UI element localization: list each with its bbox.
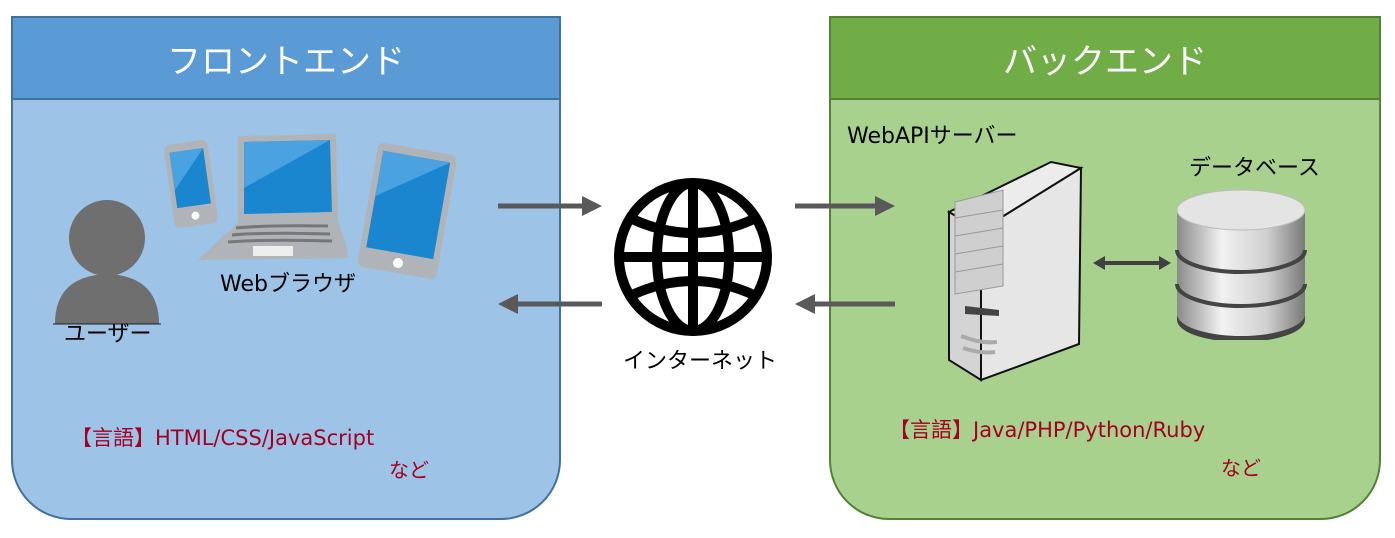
server-icon	[946, 160, 1084, 382]
backend-header: バックエンド	[831, 18, 1379, 100]
user-label: ユーザー	[64, 322, 152, 347]
frontend-header: フロントエンド	[13, 18, 559, 100]
backend-panel: バックエンド WebAPIサーバー データベース	[829, 16, 1381, 520]
globe-icon	[614, 178, 772, 336]
backend-etc-text: など	[1221, 456, 1261, 480]
database-label: データベース	[1189, 156, 1320, 181]
frontend-panel: フロントエンド ユーザー Webブラウザ	[11, 16, 561, 520]
arrow-internet-to-front	[498, 294, 602, 314]
browser-label: Webブラウザ	[220, 272, 356, 297]
smartphone-icon	[164, 140, 218, 228]
frontend-language-text: 【言語】HTML/CSS/JavaScript	[71, 426, 375, 450]
user-icon	[53, 200, 161, 325]
arrow-front-to-internet	[498, 196, 602, 216]
backend-language-text: 【言語】Java/PHP/Python/Ruby	[889, 418, 1206, 442]
backend-title: バックエンド	[1003, 41, 1207, 82]
arrow-back-to-internet	[795, 294, 895, 314]
database-icon	[1175, 189, 1307, 340]
server-label: WebAPIサーバー	[847, 124, 1018, 149]
server-database-arrow	[1093, 256, 1171, 270]
frontend-etc-text: など	[389, 458, 429, 482]
internet-label: インターネット	[623, 349, 778, 374]
frontend-title: フロントエンド	[167, 41, 405, 82]
laptop-icon	[198, 134, 348, 260]
arrow-internet-to-back	[795, 196, 895, 216]
tablet-icon	[357, 142, 457, 279]
